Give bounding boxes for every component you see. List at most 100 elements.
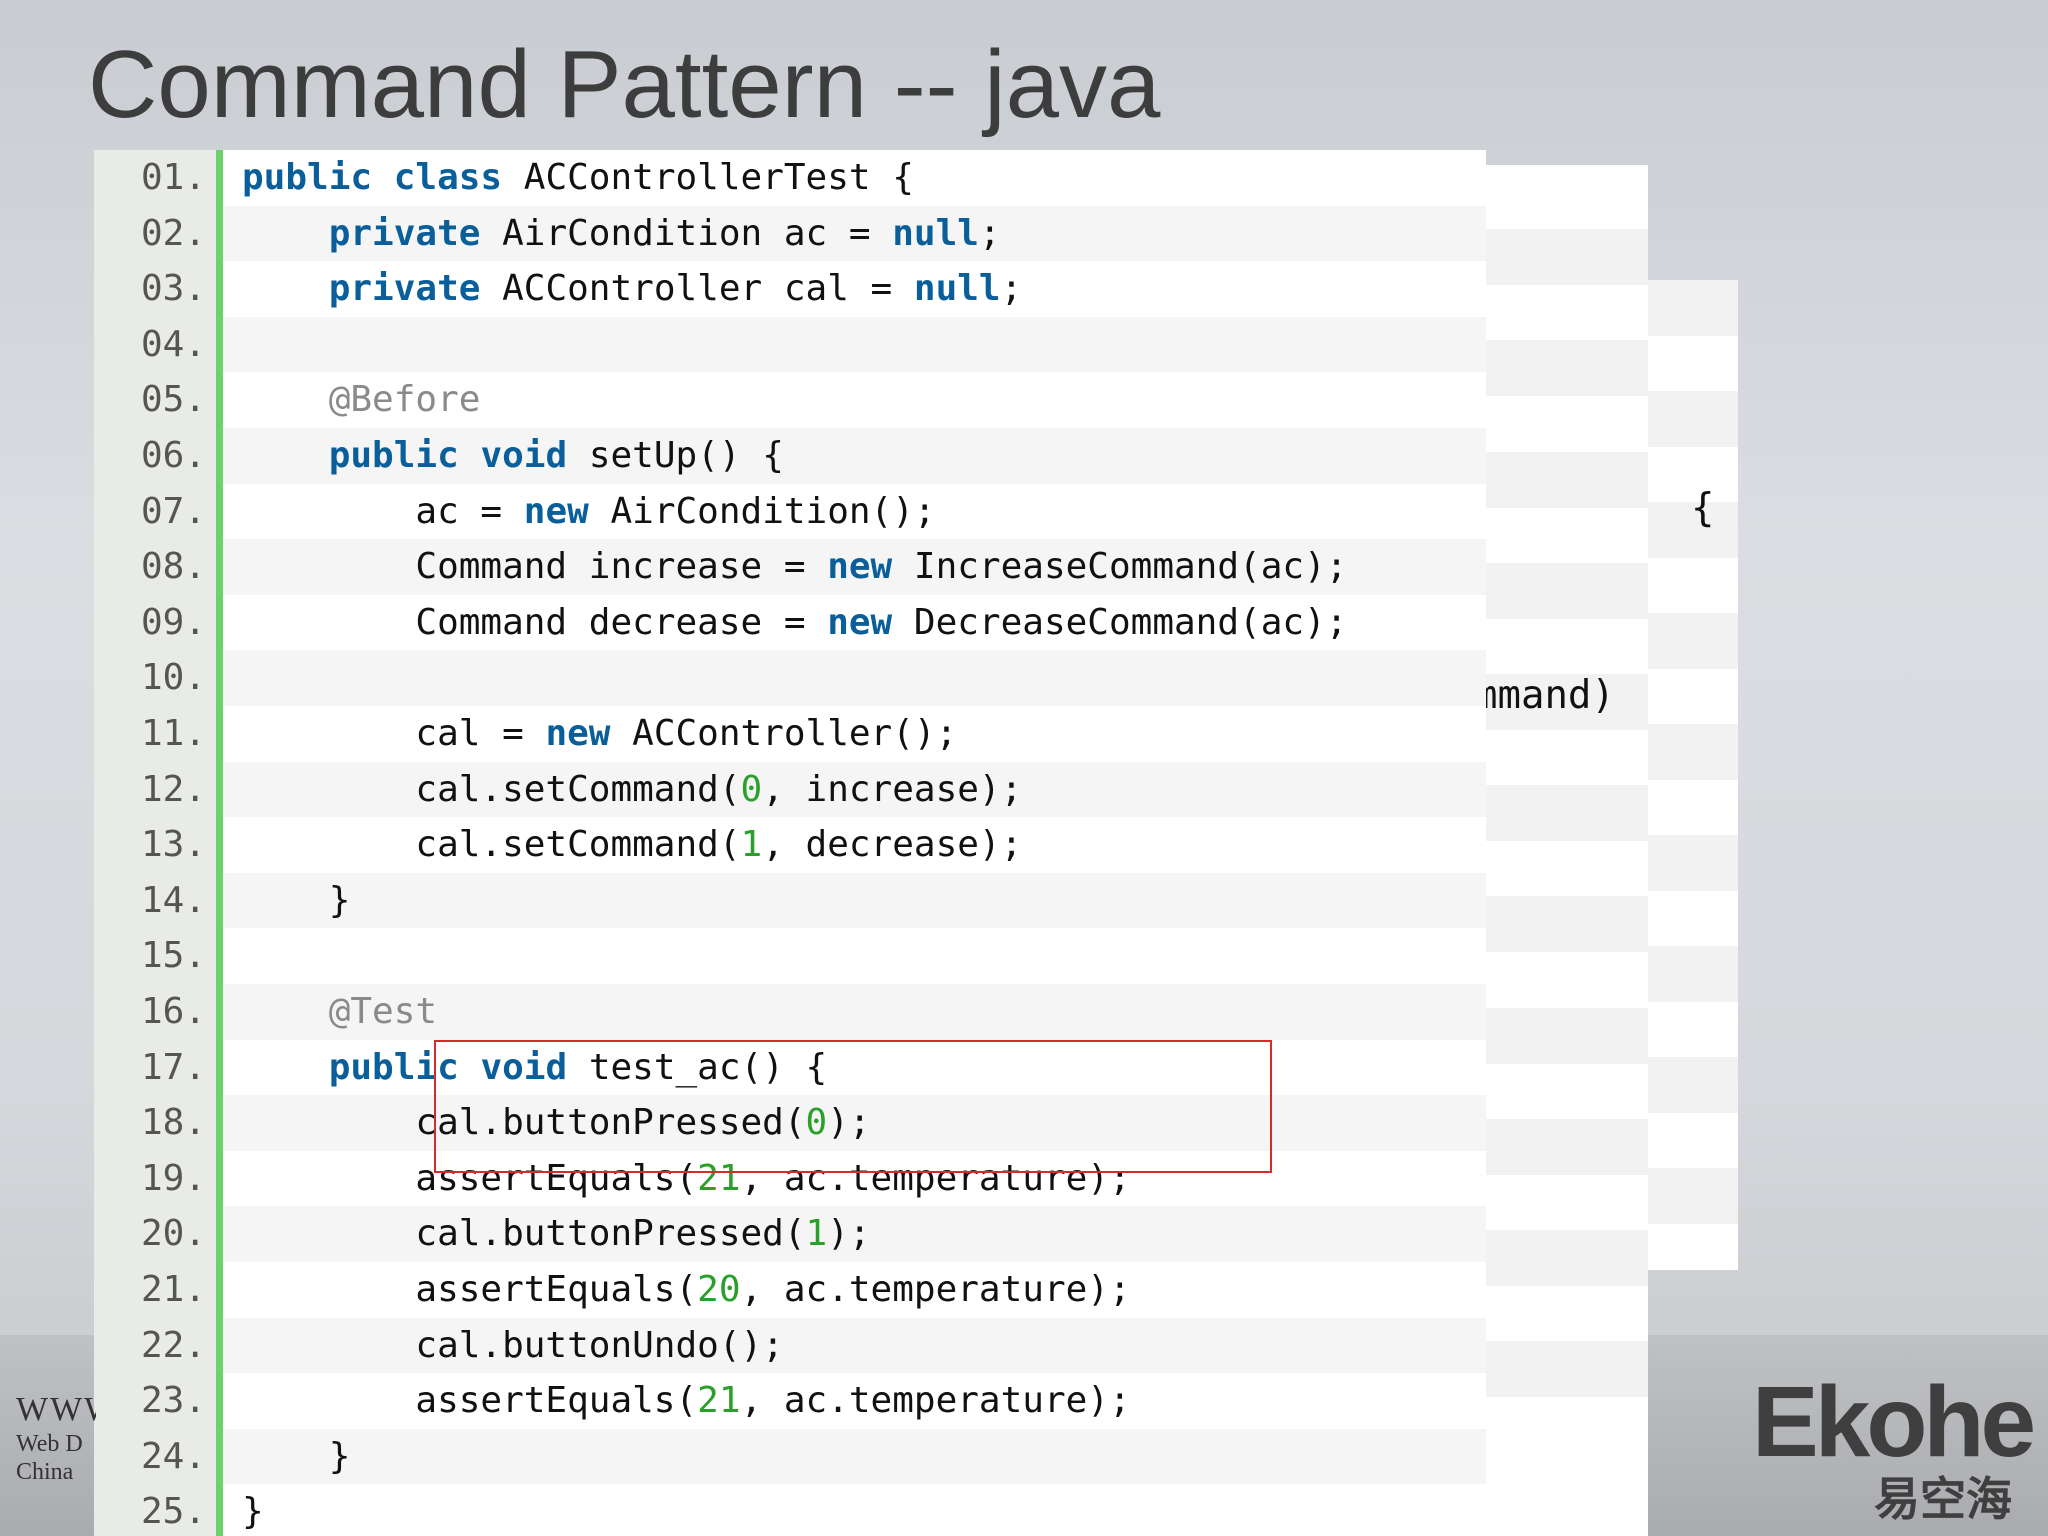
background-code-fragment: mmand) bbox=[1480, 673, 1615, 718]
footer-text: WWW Web D China bbox=[16, 1390, 96, 1486]
gutter-bar bbox=[216, 150, 223, 1536]
code-text: assertEquals(21, ac.temperature); bbox=[242, 1151, 1131, 1207]
code-keyword: void bbox=[480, 435, 568, 476]
code-token: cal.buttonPressed( bbox=[242, 1102, 806, 1144]
code-line: 13. cal.setCommand(1, decrease); bbox=[94, 817, 1486, 873]
code-token: Command increase = bbox=[242, 546, 828, 588]
code-token: test_ac() { bbox=[567, 1046, 828, 1088]
code-keyword: null bbox=[913, 268, 1001, 310]
code-line: 17. public void test_ac() { bbox=[94, 1040, 1486, 1096]
code-line: 22. cal.buttonUndo(); bbox=[94, 1317, 1486, 1374]
code-token bbox=[459, 435, 481, 476]
ekohe-logo: Ekohe 易空海 bbox=[1752, 1366, 2036, 1526]
line-number: 18. bbox=[140, 1102, 206, 1144]
code-text: public void setUp() { bbox=[242, 428, 784, 484]
code-text: private ACController cal = null; bbox=[242, 261, 1023, 317]
line-number: 11. bbox=[140, 713, 206, 754]
code-token: , increase); bbox=[762, 768, 1023, 810]
code-token: ; bbox=[978, 212, 1001, 254]
code-line: 14. } bbox=[94, 872, 1486, 929]
code-token bbox=[372, 157, 394, 198]
code-text: assertEquals(20, ac.temperature); bbox=[242, 1262, 1130, 1318]
line-number: 14. bbox=[140, 879, 206, 921]
code-line: 23. assertEquals(21, ac.temperature); bbox=[94, 1373, 1486, 1429]
code-text: cal.buttonPressed(1); bbox=[242, 1206, 870, 1262]
code-token: , ac.temperature); bbox=[740, 1380, 1131, 1422]
background-code-fragment: { bbox=[1691, 486, 1715, 531]
code-text: private AirCondition ac = null; bbox=[242, 206, 1001, 262]
code-text: cal = new ACController(); bbox=[242, 706, 957, 762]
code-line: 03. private ACController cal = null; bbox=[94, 261, 1486, 317]
code-annotation: @Test bbox=[328, 991, 438, 1032]
line-number: 13. bbox=[140, 824, 206, 866]
slide-title: Command Pattern -- java bbox=[88, 31, 1161, 138]
footer-line: Web D bbox=[16, 1431, 83, 1457]
code-line: 19. assertEquals(21, ac.temperature); bbox=[94, 1151, 1486, 1207]
code-line: 04. bbox=[94, 316, 1486, 373]
code-text: } bbox=[242, 1484, 264, 1536]
line-number: 25. bbox=[140, 1491, 206, 1533]
code-token: AirCondition(); bbox=[588, 490, 936, 532]
code-token: Command decrease = bbox=[242, 601, 828, 643]
code-text: cal.setCommand(1, decrease); bbox=[242, 817, 1022, 873]
line-number: 02. bbox=[140, 212, 206, 254]
code-token: ACController cal = bbox=[480, 268, 914, 310]
line-number: 15. bbox=[140, 935, 206, 977]
code-annotation: @Before bbox=[328, 379, 481, 421]
code-text: @Before bbox=[242, 372, 481, 428]
code-number: 1 bbox=[740, 824, 763, 866]
code-number: 1 bbox=[805, 1213, 828, 1255]
line-number: 04. bbox=[140, 323, 206, 365]
code-text: cal.buttonUndo(); bbox=[242, 1318, 783, 1374]
footer-line: China bbox=[16, 1459, 74, 1485]
line-number: 21. bbox=[140, 1269, 206, 1310]
background-code-panel: ) { mmand) bbox=[1480, 165, 1648, 1536]
code-number: 21 bbox=[697, 1157, 741, 1199]
code-number: 0 bbox=[805, 1102, 828, 1144]
code-keyword: public bbox=[242, 157, 373, 198]
line-number: 20. bbox=[140, 1213, 206, 1255]
code-line: 15. bbox=[94, 928, 1486, 984]
code-line: 07. ac = new AirCondition(); bbox=[94, 484, 1486, 540]
code-token: } bbox=[242, 1491, 264, 1533]
code-line: 20. cal.buttonPressed(1); bbox=[94, 1206, 1486, 1262]
logo-word: Ekohe bbox=[1752, 1366, 2036, 1478]
code-token: cal = bbox=[242, 713, 546, 754]
code-token bbox=[242, 435, 329, 476]
code-token: assertEquals( bbox=[242, 1380, 698, 1422]
code-token: ACController(); bbox=[610, 713, 958, 754]
line-number: 03. bbox=[140, 268, 206, 310]
code-token: assertEquals( bbox=[242, 1157, 698, 1199]
code-number: 21 bbox=[697, 1380, 741, 1422]
code-line: 11. cal = new ACController(); bbox=[94, 706, 1486, 762]
background-code-fragment: ) { bbox=[1642, 487, 1648, 532]
code-text: } bbox=[242, 873, 351, 929]
code-token: ac = bbox=[242, 490, 524, 532]
code-token bbox=[242, 991, 329, 1032]
code-line: 24. } bbox=[94, 1428, 1486, 1485]
line-number: 23. bbox=[140, 1380, 206, 1422]
code-line: 01.public class ACControllerTest { bbox=[94, 150, 1486, 206]
code-keyword: class bbox=[393, 157, 503, 198]
code-token: cal.setCommand( bbox=[242, 768, 741, 810]
code-text: @Test bbox=[242, 984, 437, 1040]
code-text: Command decrease = new DecreaseCommand(a… bbox=[242, 595, 1347, 651]
line-number-gutter bbox=[94, 150, 216, 1536]
code-line: 25.} bbox=[94, 1484, 1486, 1536]
line-number: 05. bbox=[140, 379, 206, 421]
code-keyword: private bbox=[328, 212, 481, 254]
code-token: , ac.temperature); bbox=[740, 1157, 1131, 1199]
code-text: } bbox=[242, 1429, 351, 1485]
code-token: setUp() { bbox=[567, 435, 784, 476]
line-number: 06. bbox=[140, 435, 206, 476]
code-keyword: new bbox=[827, 546, 893, 588]
code-line: 09. Command decrease = new DecreaseComma… bbox=[94, 595, 1486, 651]
code-token bbox=[242, 1047, 329, 1088]
code-text: assertEquals(21, ac.temperature); bbox=[242, 1373, 1131, 1429]
code-line: 06. public void setUp() { bbox=[94, 428, 1486, 484]
code-token: , decrease); bbox=[762, 824, 1023, 866]
code-keyword: void bbox=[480, 1046, 568, 1088]
code-keyword: new bbox=[545, 713, 611, 754]
code-line: 10. bbox=[94, 650, 1486, 706]
code-panel: 01.public class ACControllerTest { 02. pr… bbox=[94, 150, 1486, 1536]
